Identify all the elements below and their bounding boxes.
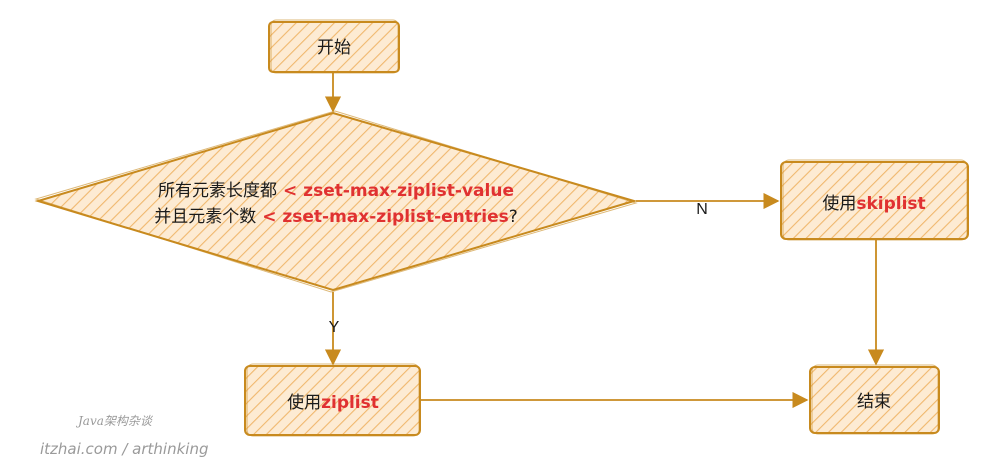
decision-line-2-prefix: 并且元素个数 — [154, 207, 256, 227]
use-skiplist-highlight: skiplist — [856, 194, 925, 214]
decision-line-1-highlight: < zset-max-ziplist-value — [283, 181, 514, 201]
use-skiplist-node[interactable]: 使用skiplist — [780, 159, 969, 241]
use-ziplist-highlight: ziplist — [321, 393, 379, 413]
edge-label-no: N — [696, 201, 708, 218]
decision-line-2-highlight: < zset-max-ziplist-entries — [262, 207, 509, 227]
decision-line-2: 并且元素个数 < zset-max-ziplist-entries? — [154, 207, 518, 227]
use-ziplist-node[interactable]: 使用ziplist — [244, 363, 421, 437]
use-ziplist-prefix: 使用 — [287, 392, 321, 413]
decision-line-2-suffix: ? — [509, 207, 518, 227]
watermark-title: Java架构杂谈 — [75, 414, 154, 428]
end-node-label: 结束 — [857, 392, 891, 412]
use-skiplist-label: 使用skiplist — [822, 193, 925, 214]
watermark: Java架构杂谈 itzhai.com / arthinking — [40, 414, 209, 458]
use-ziplist-label: 使用ziplist — [287, 392, 379, 413]
start-node-label: 开始 — [317, 38, 351, 58]
watermark-url: itzhai.com / arthinking — [40, 440, 209, 458]
edge-label-yes: Y — [329, 319, 340, 336]
use-skiplist-prefix: 使用 — [822, 193, 856, 214]
decision-node[interactable]: 所有元素长度都 < zset-max-ziplist-value 并且元素个数 < … — [34, 110, 638, 293]
end-node[interactable]: 结束 — [809, 364, 940, 435]
decision-line-1: 所有元素长度都 < zset-max-ziplist-value — [158, 181, 514, 201]
decision-line-1-prefix: 所有元素长度都 — [158, 181, 277, 201]
edges — [324, 72, 885, 409]
start-node[interactable]: 开始 — [268, 19, 400, 74]
